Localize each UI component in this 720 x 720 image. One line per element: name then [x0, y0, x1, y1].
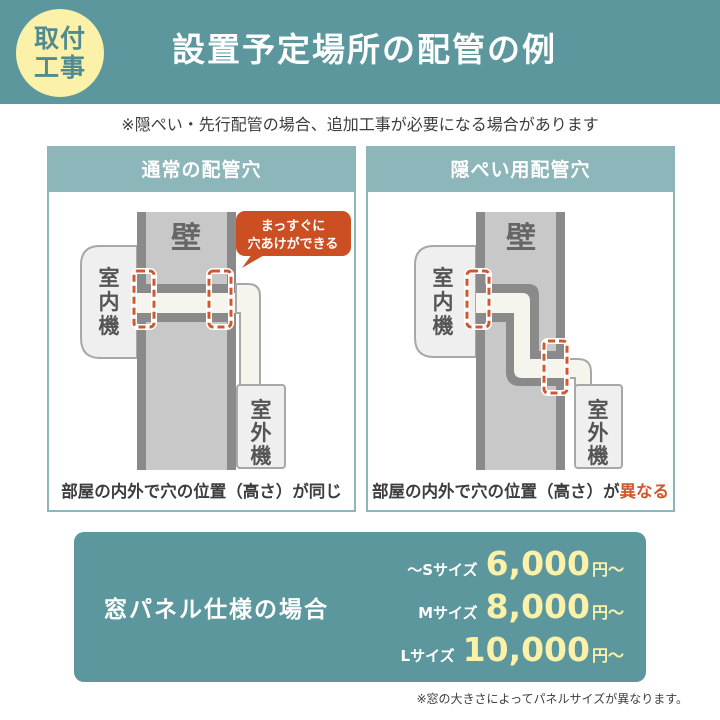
page-title: 設置予定場所の配管の例: [172, 30, 557, 69]
price-row-l: Lサイズ 10,000 円～: [400, 630, 624, 669]
footnote: ※窓の大きさによってパネルサイズが異なります。: [416, 692, 688, 706]
price-row-s: ～Sサイズ 6,000 円～: [407, 544, 624, 583]
card-normal-hole: 通常の配管穴 部屋の内外で穴の位置（高さ）が同じ: [47, 146, 356, 512]
window-panel-pricing: 窓パネル仕様の場合 ～Sサイズ 6,000 円～ Mサイズ 8,000 円～ L…: [74, 532, 646, 682]
card-title: 通常の配管穴: [49, 148, 354, 192]
card-caption: 部屋の内外で穴の位置（高さ）が同じ: [61, 482, 342, 501]
card-title: 隠ぺい用配管穴: [368, 148, 673, 192]
badge-line-1: 取付: [33, 24, 86, 53]
notice-text: ※隠ぺい・先行配管の場合、追加工事が必要になる場合があります: [121, 115, 599, 134]
card-caption: 部屋の内外で穴の位置（高さ）が異なる: [372, 482, 670, 501]
badge-line-2: 工事: [33, 53, 86, 82]
header-banner: 取付 工事 設置予定場所の配管の例: [0, 0, 720, 104]
installation-badge: 取付 工事: [16, 9, 104, 97]
price-row-m: Mサイズ 8,000 円～: [418, 587, 624, 626]
card-concealed-hole: 隠ぺい用配管穴 部屋の内外で穴の位置（高さ）が異なる: [366, 146, 675, 512]
panel-label: 窓パネル仕様の場合: [104, 597, 329, 623]
caption-accent: 異なる: [619, 482, 670, 501]
